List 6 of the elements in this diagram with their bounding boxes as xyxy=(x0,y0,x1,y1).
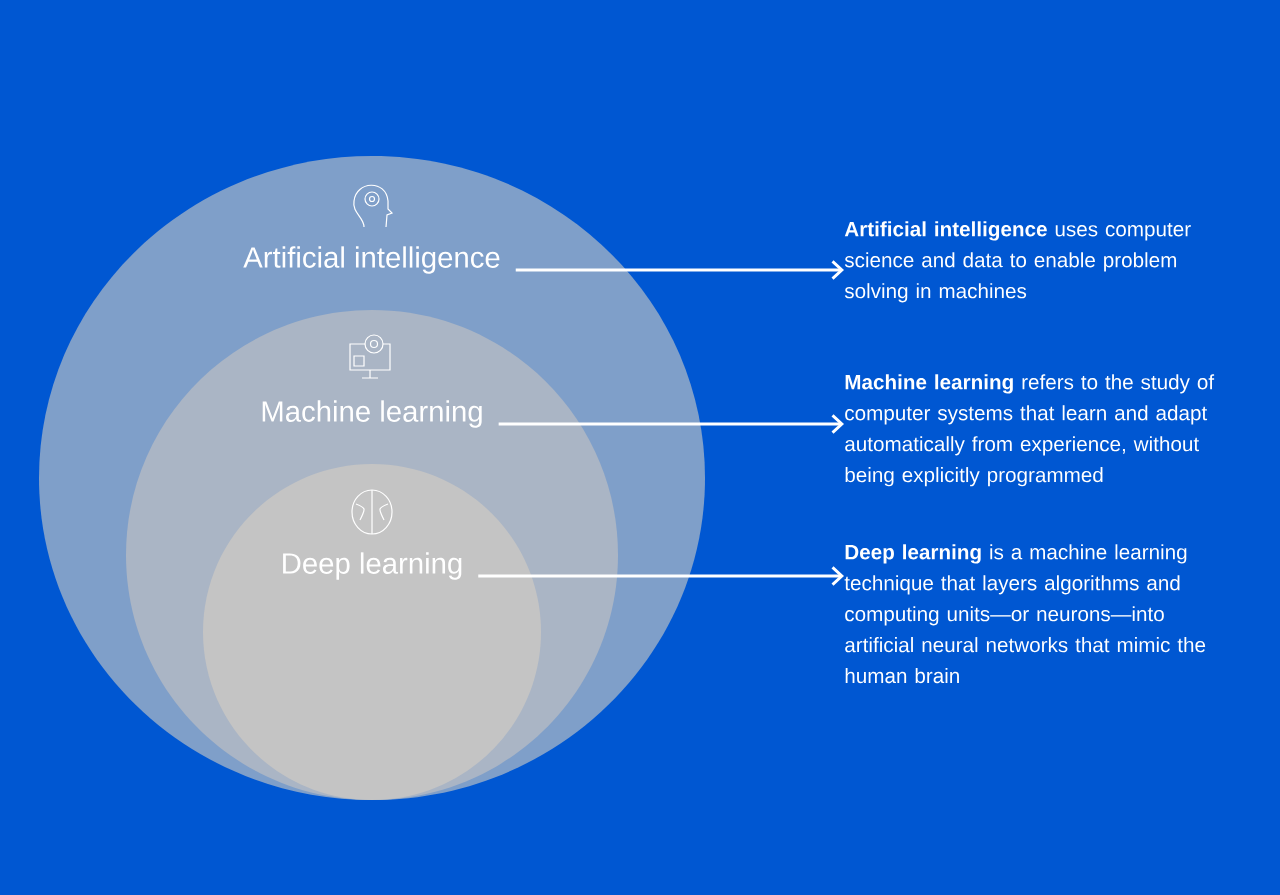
description-text: Deep learning is a machine learning technique that layers algorithms and computing units—or neurons—into artificial neural networks that mimic the human brain xyxy=(844,544,1206,684)
arrow xyxy=(478,566,844,586)
arrow xyxy=(498,414,844,434)
arrow xyxy=(515,260,844,280)
description-text: Artificial intelligence uses computer science and data to enable problem solving in machines xyxy=(844,221,1191,303)
description-text: Machine learning refers to the study of computer systems that learn and adapt automatically from experience, without being explicitly programmed xyxy=(845,374,1215,487)
